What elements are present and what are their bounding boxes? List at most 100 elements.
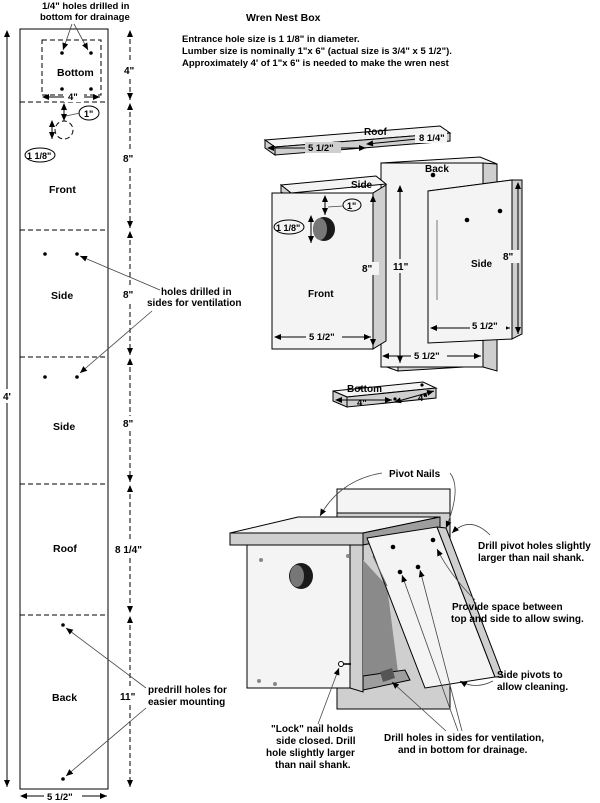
exploded-front-hole-dia: 1 1/8" xyxy=(276,223,300,233)
piece-label-back: Back xyxy=(52,692,77,704)
exploded-roof-length: 8 1/4" xyxy=(419,133,445,144)
board-outline xyxy=(19,28,109,790)
pivot-holes-note-line1: Drill pivot holes slightly xyxy=(478,541,591,552)
entrance-hole-outline xyxy=(54,120,74,140)
leader-line xyxy=(65,707,147,777)
note-lumber-amount: Approximately 4' of 1"x 6" is needed to … xyxy=(182,58,450,69)
vent-note-line2: sides for ventilation xyxy=(147,298,241,309)
piece-label-roof: Roof xyxy=(53,543,77,555)
leader-line xyxy=(418,569,463,732)
vent-hole xyxy=(43,252,47,256)
exploded-side-label: Side xyxy=(471,259,493,270)
lock-note-line3: hole slightly larger xyxy=(266,748,355,759)
vent-hole xyxy=(75,252,79,256)
drain-hole xyxy=(89,51,93,55)
length-dim-back: 11" xyxy=(120,692,136,703)
leader-line xyxy=(319,472,383,517)
vent-hole xyxy=(497,208,503,214)
exploded-view: Roof 8 1/4" 5 1/2" Back 11" 5 1/2" xyxy=(263,125,523,409)
length-dim-front: 8" xyxy=(123,154,134,165)
leader-line xyxy=(62,23,73,51)
mount-hole xyxy=(61,623,65,627)
total-length-dim: 4' xyxy=(3,392,11,403)
leader-line xyxy=(459,680,494,688)
exploded-front-hole-offset: 1" xyxy=(347,201,356,211)
exploded-front-length: 8" xyxy=(362,264,373,275)
exploded-front: 1" 1 1/8" Front 8" 5 1/2" xyxy=(271,184,387,350)
length-dim-side-1: 8" xyxy=(123,290,134,301)
leader-line xyxy=(317,667,340,725)
leader-line xyxy=(451,524,491,536)
space-note-line1: Provide space between xyxy=(452,602,563,613)
pivot-hole xyxy=(430,537,436,543)
pivot-holes-note-line2: larger than nail shank. xyxy=(478,553,584,564)
exploded-front-width: 5 1/2" xyxy=(309,332,335,343)
pivot-nails-label: Pivot Nails xyxy=(389,469,441,480)
drain-hole xyxy=(358,386,362,390)
leader-line xyxy=(401,574,459,732)
board-width-dim: 5 1/2" xyxy=(47,792,73,803)
mount-note-line1: predrill holes for xyxy=(148,685,227,696)
exploded-bottom: Bottom 4" 4" xyxy=(332,381,438,409)
drill-note-line1: Drill holes in sides for ventilation, xyxy=(384,733,544,744)
note-entrance-hole: Entrance hole size is 1 1/8" in diameter… xyxy=(182,34,360,45)
vent-note-line1: holes drilled in xyxy=(161,287,232,298)
exploded-roof-width: 5 1/2" xyxy=(308,143,334,154)
exploded-roof-label: Roof xyxy=(364,127,387,138)
leader-line xyxy=(79,310,153,374)
bottom-piece-outline xyxy=(41,39,102,96)
exploded-bottom-label: Bottom xyxy=(347,384,382,395)
drainage-note-line2: bottom for drainage xyxy=(40,12,130,23)
leader-line xyxy=(445,472,456,529)
lock-note-line2: side closed. Drill xyxy=(276,736,356,747)
exploded-back-length: 11" xyxy=(393,262,409,273)
lock-note-line1: "Lock" nail holds xyxy=(271,724,354,735)
bottom-width-dim: 4" xyxy=(68,92,78,103)
exploded-side-length: 8" xyxy=(503,252,514,263)
leader-line xyxy=(65,627,147,689)
drain-hole xyxy=(60,51,64,55)
vent-hole xyxy=(75,375,79,379)
vent-hole xyxy=(43,375,47,379)
drain-hole xyxy=(420,383,424,387)
exploded-side-top-label: Side xyxy=(351,180,373,191)
leader-line xyxy=(73,23,89,51)
mount-note-line2: easier mounting xyxy=(148,697,225,708)
hole-dia-dim: 1 1/8" xyxy=(27,151,51,161)
length-dim-side-2: 8" xyxy=(123,419,134,430)
exploded-bottom-dim-a: 4" xyxy=(357,398,367,409)
drain-hole xyxy=(60,87,64,91)
mount-hole xyxy=(61,777,65,781)
assembled-view: Pivot Nails Drill pivot holes slightly l… xyxy=(229,469,591,771)
note-lumber-size: Lumber size is nominally 1"x 6" (actual … xyxy=(182,46,452,57)
leader-line xyxy=(79,255,161,291)
piece-label-side-2: Side xyxy=(53,421,75,433)
exploded-back-width: 5 1/2" xyxy=(414,351,440,362)
side-pivots-note-line2: allow cleaning. xyxy=(497,682,568,693)
space-note-line2: top and side to allow swing. xyxy=(451,614,584,625)
leader-line xyxy=(436,548,476,601)
hole-offset-dim: 1" xyxy=(84,109,93,119)
piece-label-side-1: Side xyxy=(51,290,73,302)
drainage-note-line1: 1/4" holes drilled in xyxy=(42,1,130,12)
exploded-side-right: Side 8" 5 1/2" xyxy=(427,179,523,344)
piece-length-dims: 4" 8" 8" 8" 8 1/4" 11" xyxy=(113,30,151,787)
mount-hole xyxy=(430,172,436,178)
vent-hole xyxy=(415,564,421,570)
exploded-roof: Roof 8 1/4" 5 1/2" xyxy=(263,125,452,156)
vent-hole xyxy=(464,217,470,223)
length-dim-roof: 8 1/4" xyxy=(115,545,142,556)
drain-hole xyxy=(393,397,397,401)
pivot-hole xyxy=(390,544,396,550)
drill-note-line2: and in bottom for drainage. xyxy=(398,745,528,756)
vent-hole xyxy=(397,569,403,575)
piece-label-bottom: Bottom xyxy=(57,67,94,79)
exploded-back-label: Back xyxy=(425,164,449,175)
leader-line xyxy=(391,681,447,732)
drain-hole xyxy=(89,87,93,91)
side-pivots-note-line1: Side pivots to xyxy=(497,670,563,681)
exploded-side-width: 5 1/2" xyxy=(472,321,498,332)
length-dim-bottom: 4" xyxy=(124,66,135,77)
